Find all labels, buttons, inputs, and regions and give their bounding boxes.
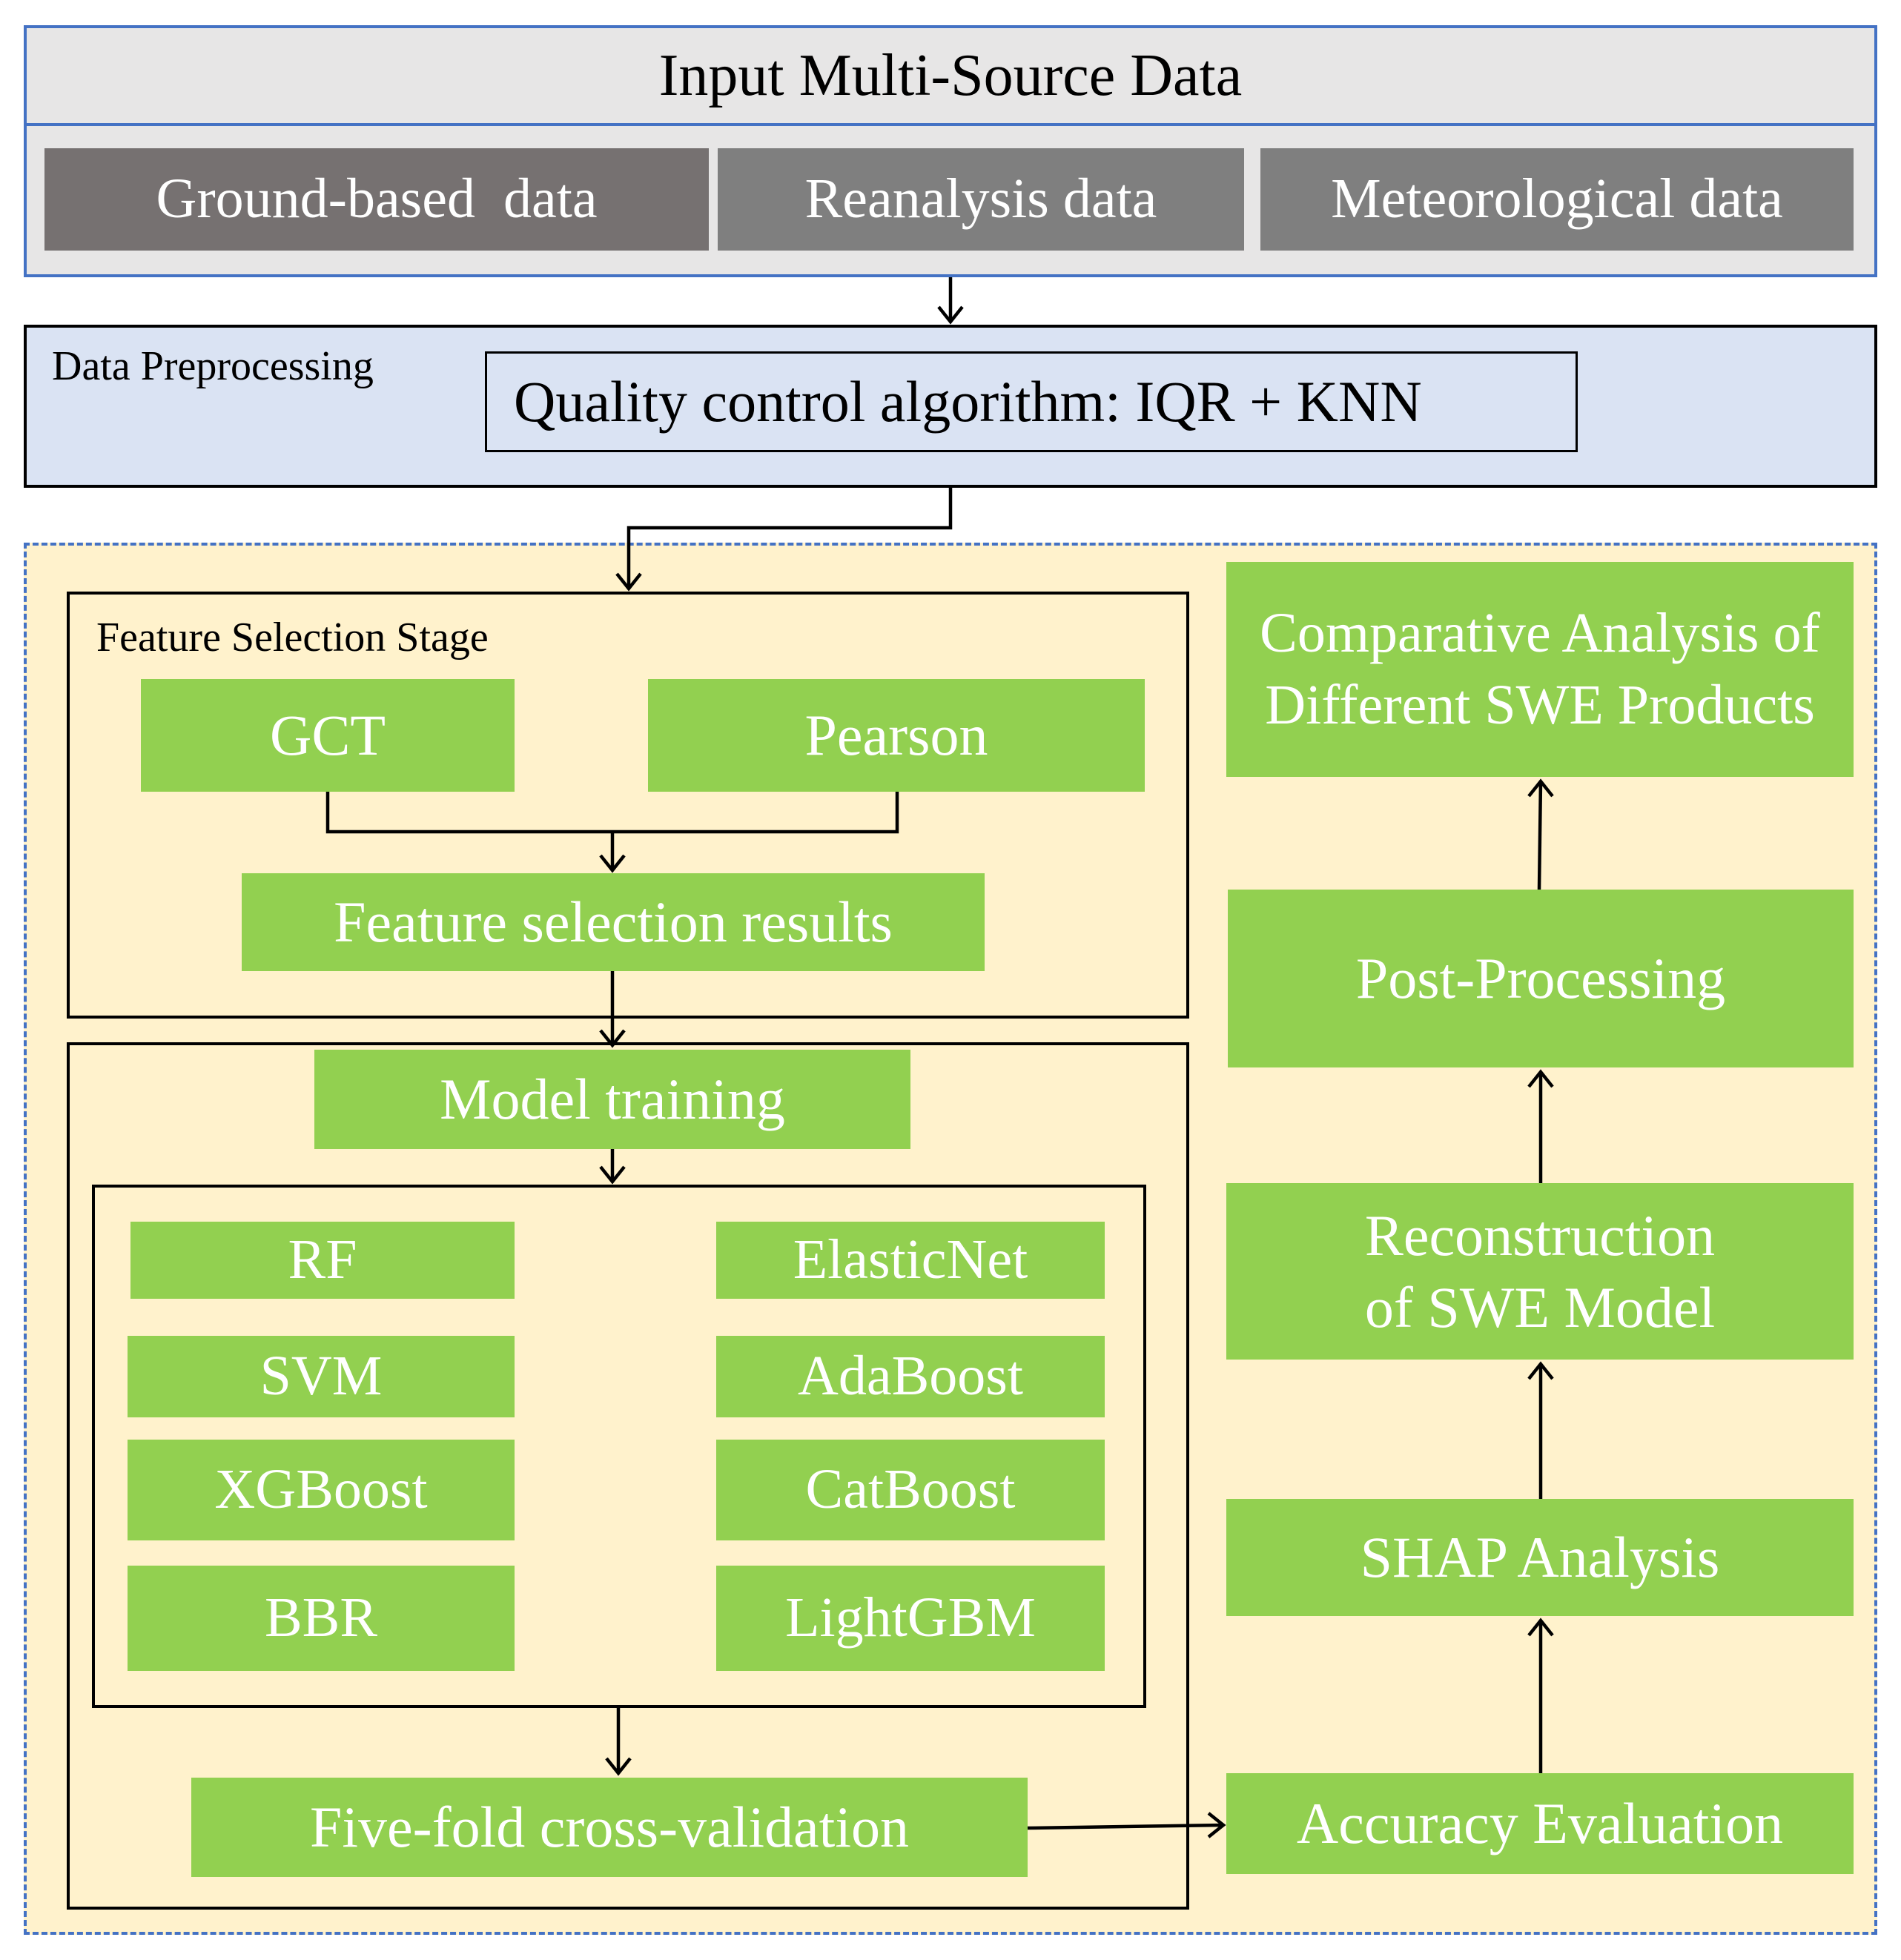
quality-control-box: Quality control algorithm: IQR + KNN <box>485 351 1578 452</box>
post-processing-box: Post-Processing <box>1228 890 1854 1067</box>
model-svm: SVM <box>128 1336 515 1417</box>
model-elasticnet: ElasticNet <box>716 1222 1105 1299</box>
feature-selection-panel <box>67 592 1189 1019</box>
arrow-gct-pearson-to-results <box>325 792 899 834</box>
model-lightgbm: LightGBM <box>716 1566 1105 1671</box>
accuracy-evaluation-box: Accuracy Evaluation <box>1226 1773 1854 1874</box>
model-rf: RF <box>130 1222 515 1299</box>
input-title: Input Multi-Source Data <box>658 43 1243 108</box>
gct-box: GCT <box>141 679 515 792</box>
feature-selection-label: Feature Selection Stage <box>96 615 489 660</box>
model-bbr: BBR <box>128 1566 515 1671</box>
arrow-post-to-comparative <box>1537 781 1543 890</box>
model-training-panel <box>67 1042 1189 1910</box>
shap-analysis-box: SHAP Analysis <box>1226 1499 1854 1616</box>
five-fold-cv-box: Five-fold cross-validation <box>191 1778 1028 1877</box>
model-training-box: Model training <box>314 1050 910 1149</box>
source-ground-based: Ground-based data <box>44 148 709 251</box>
feature-selection-results-box: Feature selection results <box>242 873 985 971</box>
preprocessing-label: Data Preprocessing <box>52 343 374 389</box>
models-group <box>92 1185 1146 1708</box>
model-xgboost: XGBoost <box>128 1440 515 1540</box>
model-adaboost: AdaBoost <box>716 1336 1105 1417</box>
arrow-preprocessing-to-feature-selection <box>626 488 953 589</box>
pearson-box: Pearson <box>648 679 1145 792</box>
arrow-cv-to-accuracy <box>1027 1823 1224 1830</box>
source-meteorological: Meteorological data <box>1260 148 1854 251</box>
comparative-analysis-box: Comparative Analysis of Different SWE Pr… <box>1226 562 1854 777</box>
source-reanalysis: Reanalysis data <box>718 148 1244 251</box>
reconstruction-box: Reconstruction of SWE Model <box>1226 1183 1854 1360</box>
input-title-divider <box>24 123 1877 126</box>
model-catboost: CatBoost <box>716 1440 1105 1540</box>
